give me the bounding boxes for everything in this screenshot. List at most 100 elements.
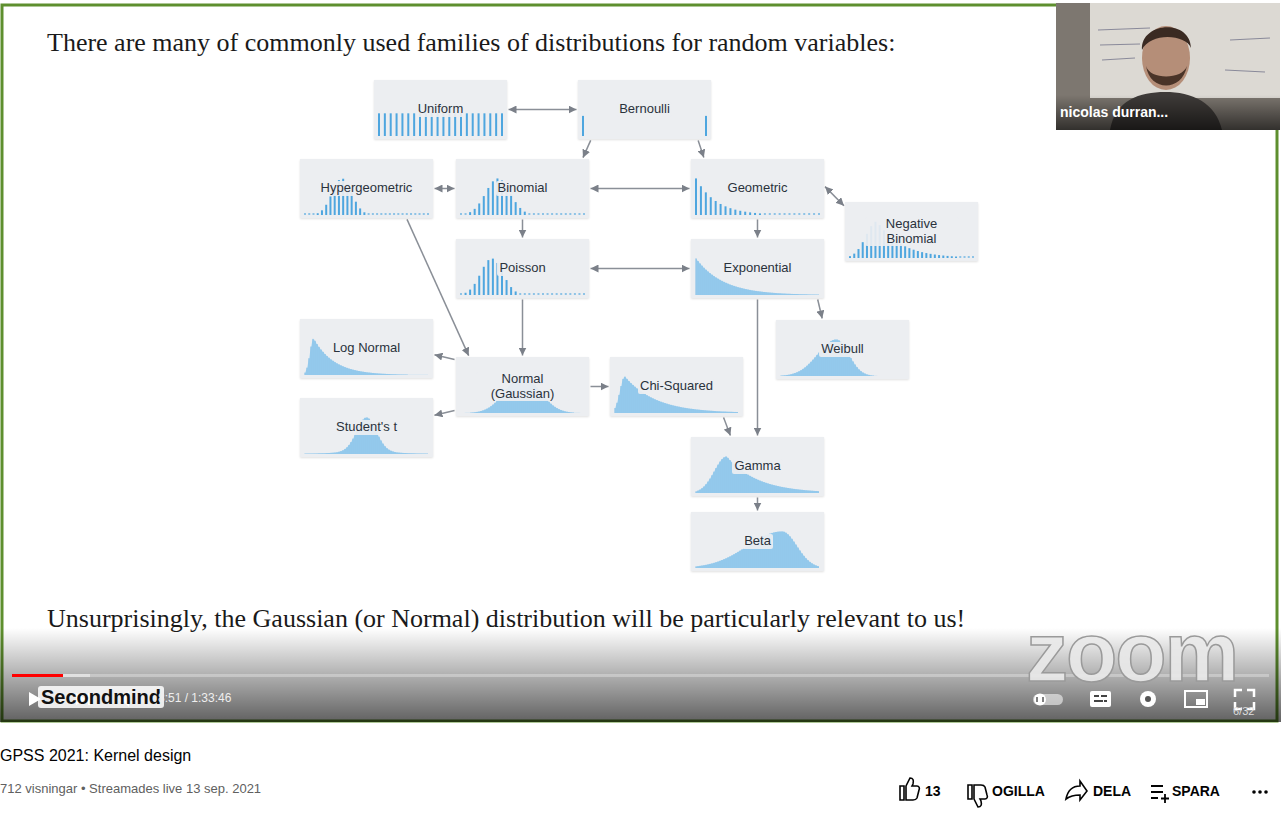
- histogram-bar: [396, 113, 398, 136]
- density-line: [782, 293, 783, 295]
- histogram-bar: [862, 242, 864, 258]
- density-line: [327, 356, 328, 375]
- histogram-dot: [406, 213, 408, 215]
- histogram-bar: [384, 113, 386, 136]
- histogram-dot: [583, 213, 585, 215]
- density-line: [724, 282, 725, 295]
- density-line: [792, 294, 793, 295]
- histogram-dot: [372, 213, 374, 215]
- density-line: [403, 453, 404, 454]
- density-line: [738, 287, 739, 295]
- density-line: [813, 360, 814, 376]
- histogram-bar: [938, 255, 940, 258]
- histogram-bar: [390, 113, 392, 136]
- histogram-bar: [925, 253, 927, 258]
- histogram-dot: [813, 213, 815, 215]
- density-line: [726, 456, 727, 493]
- density-line: [811, 362, 812, 376]
- more-dot: [1258, 790, 1262, 794]
- histogram-bar: [715, 201, 717, 215]
- histogram-bar: [419, 113, 421, 136]
- density-line: [737, 412, 738, 414]
- density-line: [335, 362, 336, 375]
- distribution-box: Student's t: [300, 398, 433, 457]
- histogram-dot: [784, 213, 786, 215]
- relation-arrow: [818, 299, 823, 318]
- density-line: [379, 373, 380, 375]
- histogram-bar: [495, 113, 497, 136]
- density-line: [381, 374, 382, 375]
- density-line: [774, 293, 775, 295]
- density-line: [782, 531, 783, 568]
- relation-arrow: [757, 220, 759, 238]
- histogram-dot: [393, 213, 395, 215]
- density-line: [393, 451, 394, 454]
- density-line: [758, 291, 759, 295]
- density-line: [305, 373, 306, 375]
- density-line: [411, 453, 412, 455]
- density-line: [768, 292, 769, 295]
- relation-arrow: [591, 386, 609, 388]
- density-line: [353, 439, 354, 454]
- distribution-name: Hypergeometric: [319, 181, 415, 195]
- density-line: [309, 358, 310, 375]
- density-line: [643, 393, 644, 413]
- density-line: [796, 294, 797, 296]
- density-line: [679, 407, 680, 413]
- density-line: [335, 453, 336, 454]
- density-line: [365, 372, 366, 375]
- density-line: [343, 366, 344, 375]
- histogram-bar: [582, 116, 584, 136]
- density-line: [792, 539, 793, 568]
- density-line: [728, 458, 729, 493]
- histogram-dot: [574, 293, 576, 295]
- histogram-bar: [489, 113, 491, 136]
- density-line: [421, 453, 422, 454]
- density-line: [857, 367, 858, 376]
- density-line: [738, 552, 739, 568]
- density-line: [696, 566, 697, 568]
- histogram-bar: [951, 256, 953, 258]
- density-line: [750, 290, 751, 295]
- density-line: [655, 399, 656, 413]
- histogram-dot: [547, 293, 549, 295]
- histogram-dot: [537, 213, 539, 215]
- density-line: [427, 453, 428, 454]
- density-line: [802, 490, 803, 493]
- density-line: [708, 482, 709, 493]
- density-line: [359, 371, 360, 375]
- density-line: [791, 374, 792, 376]
- histogram-dot: [959, 256, 961, 258]
- density-line: [571, 412, 572, 414]
- histogram-dot: [574, 213, 576, 215]
- density-line: [557, 408, 558, 413]
- density-line: [790, 294, 791, 295]
- distribution-name: Negative Binomial: [865, 217, 959, 245]
- density-line: [783, 375, 784, 377]
- density-line: [799, 371, 800, 376]
- density-line: [307, 453, 308, 454]
- histogram-bar: [425, 113, 427, 136]
- histogram-dot: [968, 256, 970, 258]
- density-line: [349, 368, 350, 375]
- density-line: [351, 369, 352, 375]
- histogram-dot: [542, 293, 544, 295]
- density-line: [317, 453, 318, 455]
- histogram-dot: [569, 213, 571, 215]
- distribution-box: Exponential: [691, 239, 824, 298]
- density-line: [734, 554, 735, 568]
- density-line: [787, 375, 788, 376]
- relation-arrow: [435, 188, 455, 190]
- density-line: [728, 557, 729, 568]
- density-line: [319, 453, 320, 455]
- density-line: [788, 488, 789, 493]
- density-line: [789, 375, 790, 376]
- density-line: [800, 550, 801, 568]
- histogram-dot: [583, 293, 585, 295]
- histogram-bar: [908, 248, 910, 258]
- histogram-bar: [401, 113, 403, 136]
- histogram-bar: [955, 257, 957, 258]
- density-line: [796, 545, 797, 568]
- density-line: [730, 284, 731, 295]
